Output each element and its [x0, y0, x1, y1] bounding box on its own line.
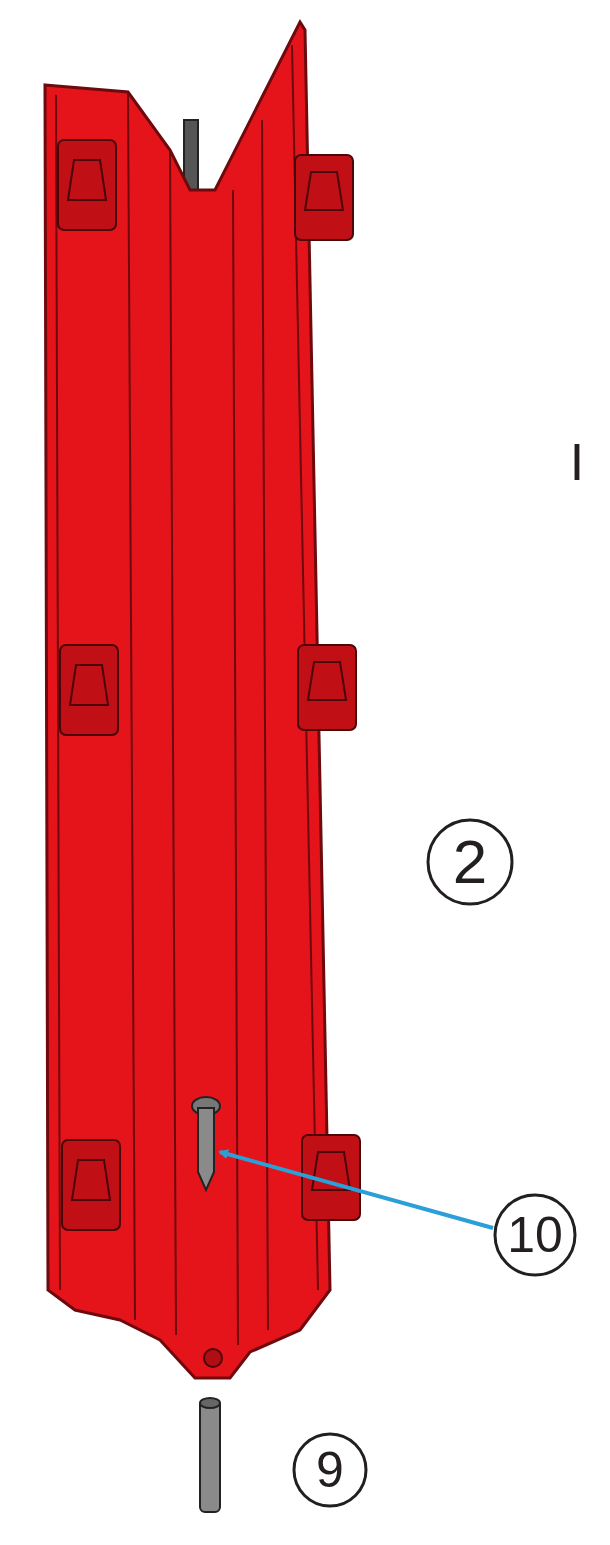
clip-tabs: [58, 140, 360, 1230]
label-text: 2: [453, 827, 487, 896]
rib-lines: [56, 45, 318, 1345]
callout-number: 9: [316, 1445, 344, 1495]
pin-9: [200, 1398, 220, 1512]
pin-10: [192, 1097, 220, 1190]
callout-number: 2: [453, 831, 487, 893]
callout-circles: [294, 820, 575, 1506]
red-profile: [45, 22, 330, 1378]
cropped-letter: I: [570, 436, 584, 488]
label-text: 9: [316, 1442, 344, 1498]
leader-arrow: [220, 1152, 493, 1228]
label-text: I: [570, 433, 584, 491]
callout-number: 10: [507, 1210, 563, 1260]
label-text: 10: [507, 1207, 563, 1263]
